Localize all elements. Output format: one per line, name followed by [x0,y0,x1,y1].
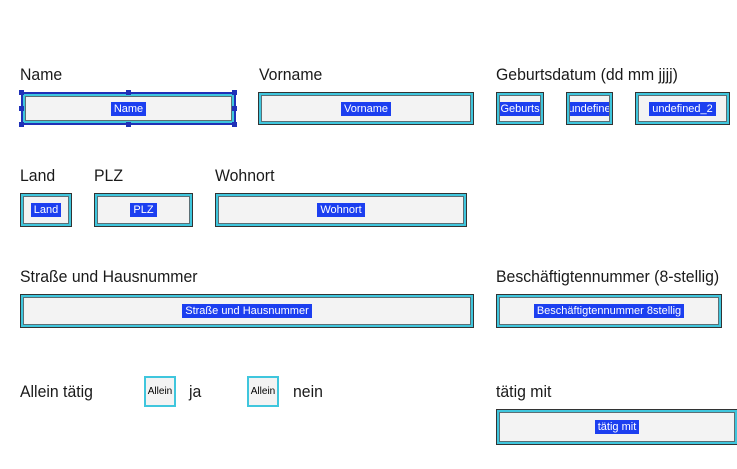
resize-handle-top-left[interactable] [19,90,24,95]
taetig-mit-field[interactable]: tätig mit [496,409,737,445]
resize-handle-bottom-left[interactable] [19,122,24,127]
resize-handle-bottom-right[interactable] [232,122,237,127]
allein-ja-checkbox[interactable]: Allein [144,376,176,407]
wohnort-field[interactable]: Wohnort [215,193,467,227]
resize-handle-bottom[interactable] [126,122,131,127]
plz-field[interactable]: PLZ [94,193,193,227]
beschaeftigtennummer-field[interactable]: Beschäftigtennummer 8stellig [496,294,722,328]
geburt-jahr-field-tag: undefined_2 [649,101,716,116]
resize-handle-top[interactable] [126,90,131,95]
geburt-tag-field-tag: Geburts [500,101,540,116]
beschaeftigtennummer-field-tag: Beschäftigtennummer 8stellig [533,304,685,318]
label-wohnort: Wohnort [215,166,275,185]
allein-nein-checkbox-tag: Allein [250,386,276,397]
wohnort-field-tag: Wohnort [317,203,365,217]
geburt-monat-field[interactable]: undefine [566,92,613,125]
allein-nein-checkbox[interactable]: Allein [247,376,279,407]
strasse-field[interactable]: Straße und Hausnummer [20,294,474,328]
label-ja: ja [189,382,202,401]
label-allein-taetig: Allein tätig [20,382,93,401]
label-vorname: Vorname [259,65,323,84]
label-plz: PLZ [94,166,124,185]
geburt-jahr-field[interactable]: undefined_2 [635,92,730,125]
label-geburtsdatum: Geburtsdatum (dd mm jjjj) [496,65,678,84]
geburt-tag-field[interactable]: Geburts [496,92,544,125]
taetig-mit-field-tag: tätig mit [594,420,640,434]
plz-field-tag: PLZ [130,203,157,217]
vorname-field-tag: Vorname [340,101,392,116]
land-field-tag: Land [30,203,62,217]
resize-handle-right[interactable] [232,106,237,111]
label-nein: nein [293,382,323,401]
label-land: Land [20,166,56,185]
label-taetig-mit: tätig mit [496,382,552,401]
land-field[interactable]: Land [20,193,72,227]
geburt-monat-field-tag: undefine [570,101,609,116]
resize-handle-top-right[interactable] [232,90,237,95]
vorname-field[interactable]: Vorname [258,92,474,125]
allein-ja-checkbox-tag: Allein [147,386,173,397]
strasse-field-tag: Straße und Hausnummer [182,304,312,318]
label-beschaeftigtennummer: Beschäftigtennummer (8-stellig) [496,267,720,286]
label-strasse: Straße und Hausnummer [20,267,198,286]
label-name: Name [20,65,63,84]
name-field-tag: Name [110,101,147,116]
name-field[interactable]: Name [22,93,235,124]
resize-handle-left[interactable] [19,106,24,111]
